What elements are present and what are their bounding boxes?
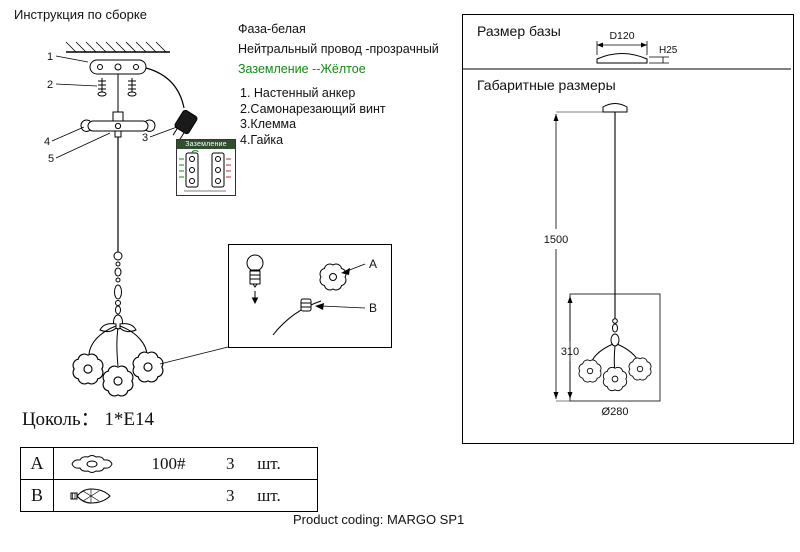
row-b-id: B [21, 480, 54, 511]
decorative-leaves [99, 323, 137, 333]
wiring-legend: Фаза-белая Нейтральный провод -прозрачны… [238, 19, 439, 79]
row-b-spec [130, 480, 208, 511]
socket-spec: Цоколь： 1*E14 [22, 409, 154, 430]
dim-h25: H25 [659, 45, 678, 56]
pendant-outline [590, 103, 640, 374]
page-title: Инструкция по сборке [14, 7, 147, 22]
terminal-connector [172, 109, 198, 140]
detail-flower-shade [319, 263, 347, 291]
row-a-id: A [21, 448, 54, 479]
mounting-plate [89, 59, 147, 75]
bulb-drawing [246, 254, 264, 288]
parts-list-item-4: 4.Гайка [240, 132, 284, 147]
base-size-title: Размер базы [477, 23, 561, 39]
flower-shade-icon [54, 448, 130, 479]
grounding-red-marks [226, 158, 231, 178]
dim-diameter: Ø280 [602, 406, 629, 418]
dim-d120: D120 [609, 30, 634, 42]
grounding-box-title: Заземление [177, 140, 235, 149]
ceiling-hatch [65, 41, 170, 53]
row-a-qty: 3 [226, 453, 235, 473]
callout-leaders [51, 55, 178, 159]
base-dim-arrows [597, 42, 647, 48]
dim-1500: 1500 [544, 234, 568, 246]
detail-drawing: A B [246, 254, 377, 336]
table-row-b: B 3 шт. [21, 479, 317, 511]
lamp-stem [113, 251, 123, 330]
flower-shades [72, 351, 164, 397]
row-b-unit: шт. [257, 485, 281, 505]
parts-list-item-2: 2.Самонарезающий винт [240, 101, 386, 116]
grounding-green-marks [179, 150, 199, 178]
dimensions-panel: Размер базы Габаритные размеры D120 H25 [462, 14, 794, 444]
canopy-strap [80, 111, 156, 138]
lamp-measure-box [569, 293, 661, 402]
dimension-drawing: D120 H25 1500 [463, 30, 791, 418]
callout-4: 4 [44, 136, 50, 148]
insert-arrow [251, 291, 259, 305]
ceiling-mount-and-lamp-drawing: 1 2 3 4 5 [44, 41, 229, 397]
callout-2: 2 [47, 79, 53, 91]
parts-list-item-1: 1. Настенный анкер [240, 86, 356, 100]
row-a-spec: 100# [151, 453, 186, 473]
supply-wire [145, 67, 185, 109]
detail-label-a: A [369, 257, 377, 271]
screws [97, 78, 137, 97]
wiring-ground-line: Заземление --Жёлтое [238, 62, 366, 76]
grounding-terminal-diagram [179, 150, 231, 192]
arm-socket-drawing [272, 298, 322, 336]
wiring-phase-line: Фаза-белая [238, 22, 306, 36]
wiring-neutral-line: Нейтральный провод -прозрачный [238, 42, 439, 56]
base-dimension-lines [596, 41, 669, 64]
callout-5: 5 [48, 153, 54, 165]
table-row-a: A 100# 3 шт. [21, 448, 317, 479]
callout-3: 3 [142, 132, 148, 144]
parts-table: A 100# 3 шт. B 3 шт. [20, 447, 318, 512]
callout-1: 1 [47, 51, 53, 63]
parts-list: 1. Настенный анкер 2.Самонарезающий винт… [240, 86, 386, 148]
detail-leader-line [159, 346, 229, 365]
detail-box: A B [228, 244, 392, 348]
row-a-unit: шт. [257, 453, 281, 473]
bulb-icon [54, 480, 130, 511]
detail-label-b: B [369, 301, 377, 315]
dim-310: 310 [561, 346, 579, 358]
overall-size-title: Габаритные размеры [477, 77, 616, 93]
grounding-box: Заземление [176, 139, 236, 196]
parts-list-item-3: 3.Клемма [240, 117, 297, 131]
pendant-flowers [578, 357, 652, 392]
product-coding: Product coding: MARGO SP1 [293, 512, 465, 527]
base-drawing [596, 53, 648, 64]
row-b-qty: 3 [226, 485, 235, 505]
dim-1500-line [555, 111, 603, 402]
